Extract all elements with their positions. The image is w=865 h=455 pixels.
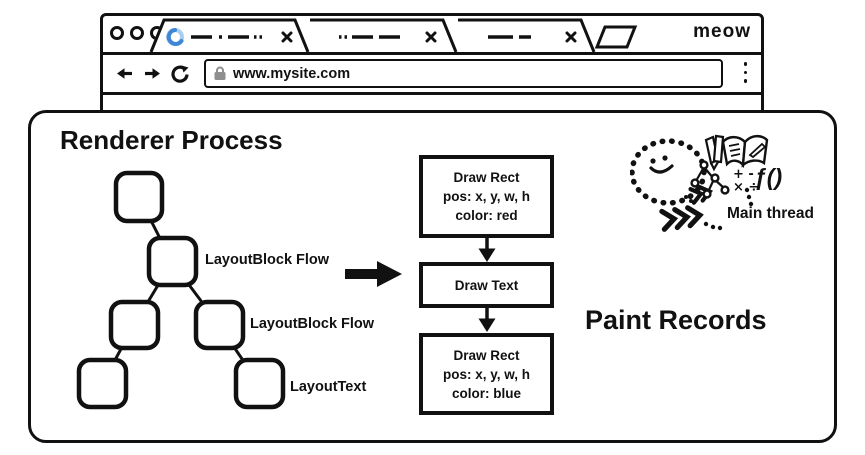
tab-1[interactable] (149, 18, 310, 53)
renderer-process-box: Renderer Process LayoutBlock Flow Layout… (28, 110, 837, 443)
math-icon-top: + - (733, 167, 754, 182)
paint-line: Draw Rect (453, 170, 520, 185)
paint-record-draw-text: Draw Text (419, 262, 554, 308)
browser-tabs (149, 18, 638, 53)
face-smile-icon (649, 164, 674, 174)
main-thread-character: + - × ÷ ƒ() (630, 134, 782, 232)
paint-line: color: blue (451, 385, 521, 401)
tab-2[interactable] (310, 18, 458, 53)
tree-label-layouttext: LayoutText (290, 379, 367, 395)
lock-icon (214, 66, 226, 80)
big-chevrons-icon (659, 205, 704, 232)
window-button-icon[interactable] (110, 26, 124, 40)
loading-spinner-icon (166, 28, 184, 46)
paint-record-draw-rect-red: Draw Rect pos: x, y, w, h color: red (419, 155, 554, 238)
tree-node-root (113, 170, 165, 224)
tab-close-icon[interactable] (565, 31, 577, 43)
paint-line: color: red (455, 208, 518, 223)
paint-line: pos: x, y, w, h (442, 189, 530, 204)
window-button-icon[interactable] (130, 26, 144, 40)
paint-record-draw-rect-blue: Draw Rect pos: x, y, w, h color: blue (419, 333, 554, 415)
forward-button[interactable] (143, 66, 162, 81)
tree-label-layoutblock-flow-2: LayoutBlock Flow (250, 316, 375, 332)
tree-node-layoutblock-1 (146, 235, 199, 288)
tree-node-layouttext (233, 357, 286, 410)
browser-logo: meow (693, 21, 751, 42)
tab-close-icon[interactable] (281, 31, 293, 43)
graph-icon (690, 160, 730, 199)
back-button[interactable] (115, 66, 134, 81)
transform-arrow-icon (345, 261, 402, 287)
reload-button[interactable] (171, 65, 189, 83)
book-icon (721, 134, 769, 169)
browser-toolbar: www.mysite.com (103, 55, 761, 95)
tree-nodes (76, 170, 286, 410)
url-bar[interactable]: www.mysite.com (204, 59, 723, 88)
tree-label-layoutblock-flow-1: LayoutBlock Flow (205, 252, 330, 268)
paint-records-heading: Paint Records (585, 305, 767, 335)
layout-tree (76, 170, 286, 410)
tree-edges (100, 196, 261, 385)
dotted-face-icon (630, 138, 707, 206)
new-tab-icon[interactable] (594, 25, 638, 49)
menu-dots-icon[interactable] (743, 62, 747, 83)
tab-close-icon[interactable] (425, 31, 437, 43)
flow-arrow-icon (478, 308, 496, 332)
paint-line: pos: x, y, w, h (442, 366, 530, 382)
paint-line: Draw Text (454, 277, 519, 293)
math-icon-bottom: × ÷ (733, 180, 759, 195)
paint-line: Draw Rect (453, 347, 520, 363)
tree-node-layoutblock-2 (193, 299, 246, 351)
tree-node-leaf-left (76, 357, 129, 410)
face-eyes-icon (650, 155, 668, 164)
main-thread-label: Main thread (727, 205, 814, 222)
url-text: www.mysite.com (233, 65, 351, 82)
tab-3[interactable] (458, 18, 596, 53)
dotted-trail-icon (684, 187, 754, 231)
renderer-process-title: Renderer Process (60, 125, 283, 155)
tab-bar: meow (103, 16, 761, 55)
flow-arrow-icon (478, 238, 496, 262)
function-icon: ƒ() (754, 164, 782, 190)
pencils-icon (704, 134, 725, 172)
tree-node-child-left (108, 299, 161, 351)
